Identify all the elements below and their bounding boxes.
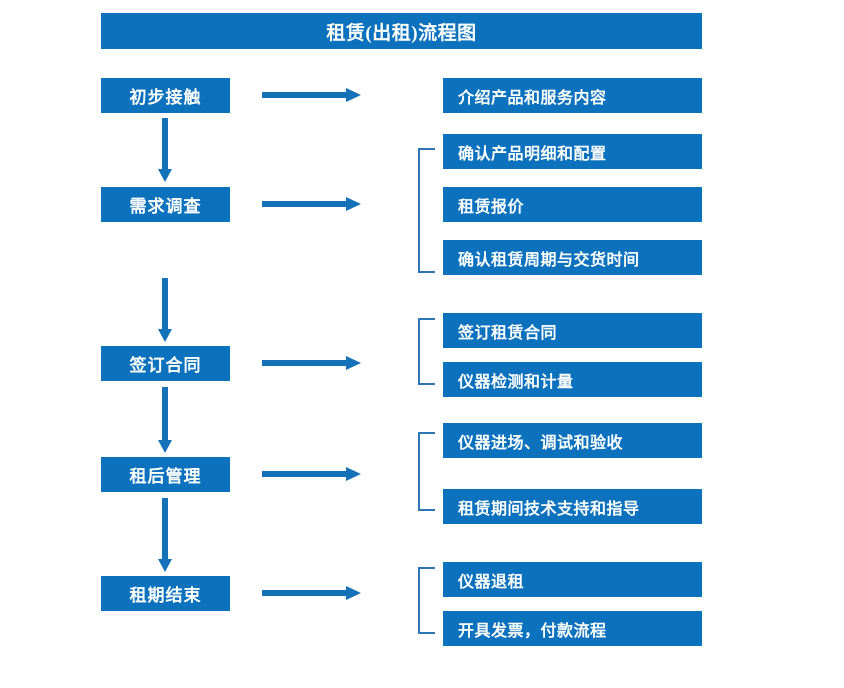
horizontal-arrow-3 [262, 354, 362, 372]
group-bracket-2 [418, 148, 435, 273]
stage-box-1[interactable]: 初步接触 [101, 78, 230, 113]
horizontal-arrow-2 [262, 195, 362, 213]
stage-box-4[interactable]: 租后管理 [101, 457, 230, 492]
detail-box-7[interactable]: 仪器进场、调试和验收 [443, 423, 702, 458]
stage-box-3[interactable]: 签订合同 [101, 346, 230, 381]
page-title: 租赁(出租)流程图 [101, 13, 702, 49]
detail-box-6[interactable]: 仪器检测和计量 [443, 362, 702, 397]
group-bracket-5 [418, 567, 435, 634]
vertical-arrow-3-4 [156, 387, 174, 453]
group-bracket-4 [418, 432, 435, 511]
stage-box-2[interactable]: 需求调查 [101, 187, 230, 222]
group-bracket-3 [418, 318, 435, 385]
horizontal-arrow-5 [262, 584, 362, 602]
detail-box-8[interactable]: 租赁期间技术支持和指导 [443, 489, 702, 524]
detail-box-9[interactable]: 仪器退租 [443, 562, 702, 597]
detail-box-5[interactable]: 签订租赁合同 [443, 313, 702, 348]
vertical-arrow-1-2 [156, 118, 174, 182]
detail-box-3[interactable]: 租赁报价 [443, 187, 702, 222]
detail-box-10[interactable]: 开具发票，付款流程 [443, 611, 702, 646]
vertical-arrow-2-3 [156, 278, 174, 342]
detail-box-4[interactable]: 确认租赁周期与交货时间 [443, 240, 702, 275]
horizontal-arrow-1 [262, 86, 362, 104]
stage-box-5[interactable]: 租期结束 [101, 576, 230, 611]
vertical-arrow-4-5 [156, 498, 174, 572]
detail-box-2[interactable]: 确认产品明细和配置 [443, 134, 702, 169]
detail-box-1[interactable]: 介绍产品和服务内容 [443, 78, 702, 113]
horizontal-arrow-4 [262, 465, 362, 483]
